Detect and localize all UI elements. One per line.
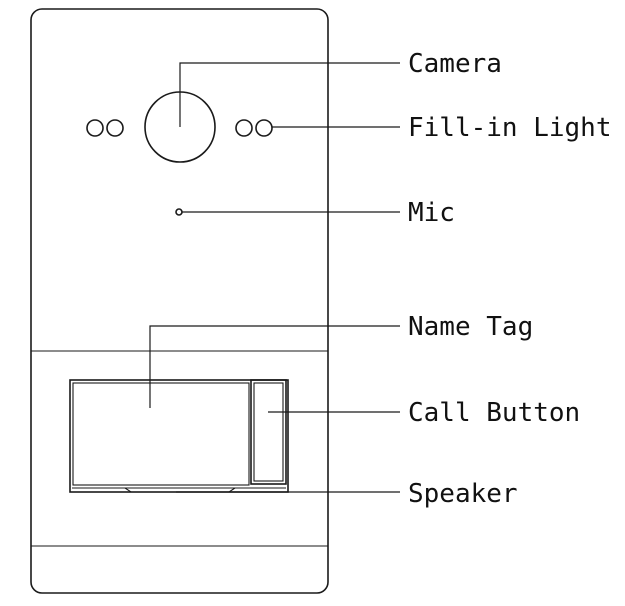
fill-light-right-1-icon: [235, 119, 253, 137]
camera-label: Camera: [408, 49, 502, 79]
mic-hole-icon: [175, 208, 183, 216]
call-button-outline[interactable]: [250, 379, 287, 485]
speaker-label: Speaker: [408, 479, 518, 509]
fill-light-right-2-icon: [255, 119, 273, 137]
fill-light-left-1-icon: [86, 119, 104, 137]
name-tag-leader-line: [149, 325, 400, 408]
name-tag-window: [72, 382, 250, 486]
call-button-inner: [253, 382, 284, 482]
device-body: [30, 8, 329, 594]
fill-light-left-2-icon: [106, 119, 124, 137]
name-tag-label: Name Tag: [408, 312, 533, 342]
call-button-label: Call Button: [408, 398, 580, 428]
mic-label: Mic: [408, 198, 455, 228]
name-tag-frame: [69, 379, 289, 493]
camera-leader-line: [179, 62, 400, 127]
fill-in-light-label: Fill-in Light: [408, 113, 612, 143]
